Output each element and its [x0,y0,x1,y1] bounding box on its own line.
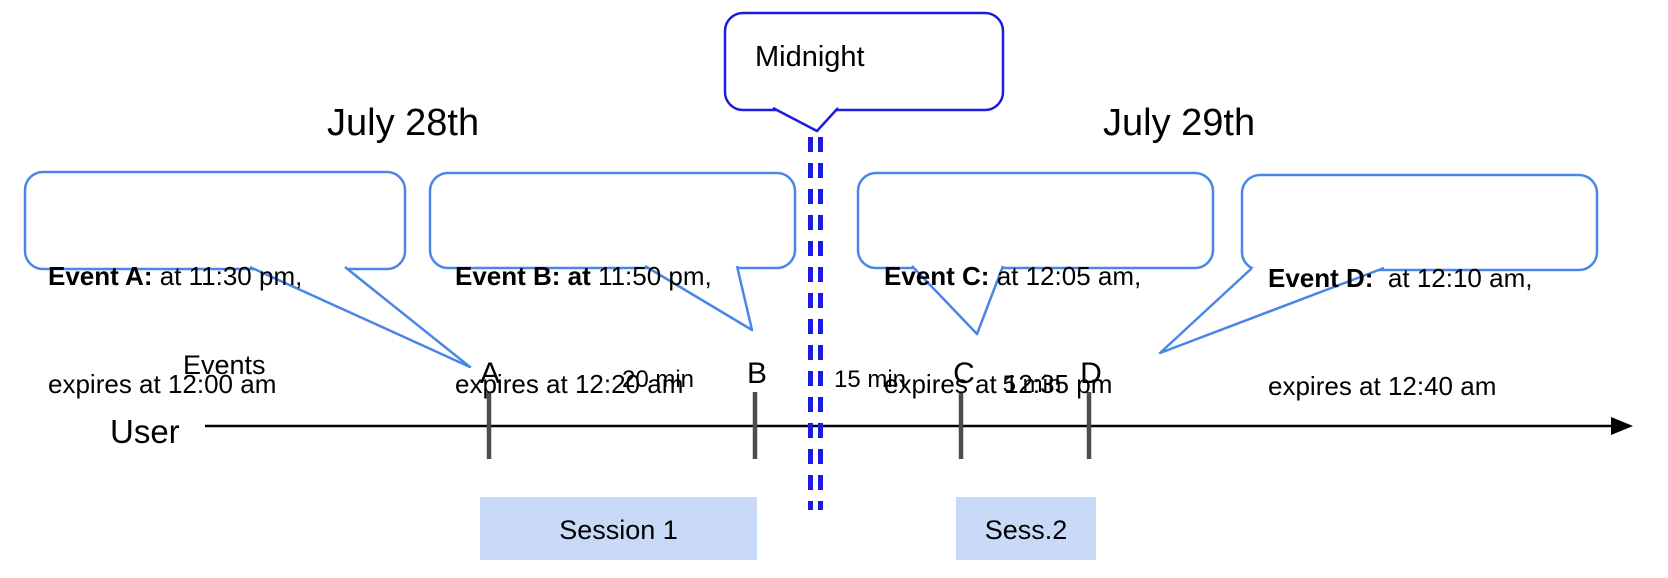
date-july-29: July 29th [1103,102,1256,144]
midnight-bubble [723,11,1005,112]
session-2-label: Sess.2 [984,515,1068,545]
user-axis-label: User [110,413,180,450]
callout-d-line1: Event D: at 12:10 am, [1268,263,1533,293]
interval-label-bc: 15 min [833,366,907,393]
tick-label-c: C [953,357,975,390]
callout-c-line2: expires at 12:35 pm [884,369,1113,399]
interval-label-ab: 20 min [621,366,695,393]
callout-c-line1: Event C: at 12:05 am, [884,261,1142,291]
callout-d-text: Event D: at 12:10 am, expires at 12:40 a… [1268,188,1532,476]
callout-c-title: Event C: [884,261,990,291]
callout-a-box [23,170,407,271]
callout-a-tail [249,265,472,369]
callout-a-line2: expires at 12:00 am [48,369,277,399]
callout-c-tail [911,265,1005,336]
tick-label-b: B [746,357,767,390]
callout-c-box [856,171,1215,270]
callout-d-box [1240,173,1599,272]
callout-a-text: Event A: at 11:30 pm, expires at 12:00 a… [48,186,302,474]
callout-a-line1: Event A: at 11:30 pm, [48,261,303,291]
session-2-rect [956,497,1096,560]
session-1-label: Session 1 [559,515,678,545]
callout-b-line2: expires at 12:20 am [455,369,684,399]
callout-b-text: Event B: at 11:50 pm, expires at 12:20 a… [455,186,712,474]
callout-b-tail [644,264,754,332]
callout-d-tail [1158,266,1385,355]
callout-d-line2: expires at 12:40 am [1268,371,1497,401]
callout-b-box [428,171,797,270]
midnight-bubble-tail [772,106,839,133]
callout-a-title: Event A: [48,261,153,291]
callout-b-line1: Event B: at 11:50 pm, [455,261,712,291]
callout-c-text: Event C: at 12:05 am, expires at 12:35 p… [884,186,1141,474]
callout-b-title: Event B: at [455,261,591,291]
interval-label-cd: 5 min [1002,371,1062,398]
tick-label-a: A [479,357,500,390]
events-axis-label: Events [183,350,266,380]
timeline-arrowhead-icon [1611,417,1633,435]
tick-label-d: D [1080,357,1102,390]
midnight-label: Midnight [755,41,865,73]
date-july-28: July 28th [327,102,480,144]
callout-d-title: Event D: [1268,263,1374,293]
session-1-rect [480,497,757,560]
